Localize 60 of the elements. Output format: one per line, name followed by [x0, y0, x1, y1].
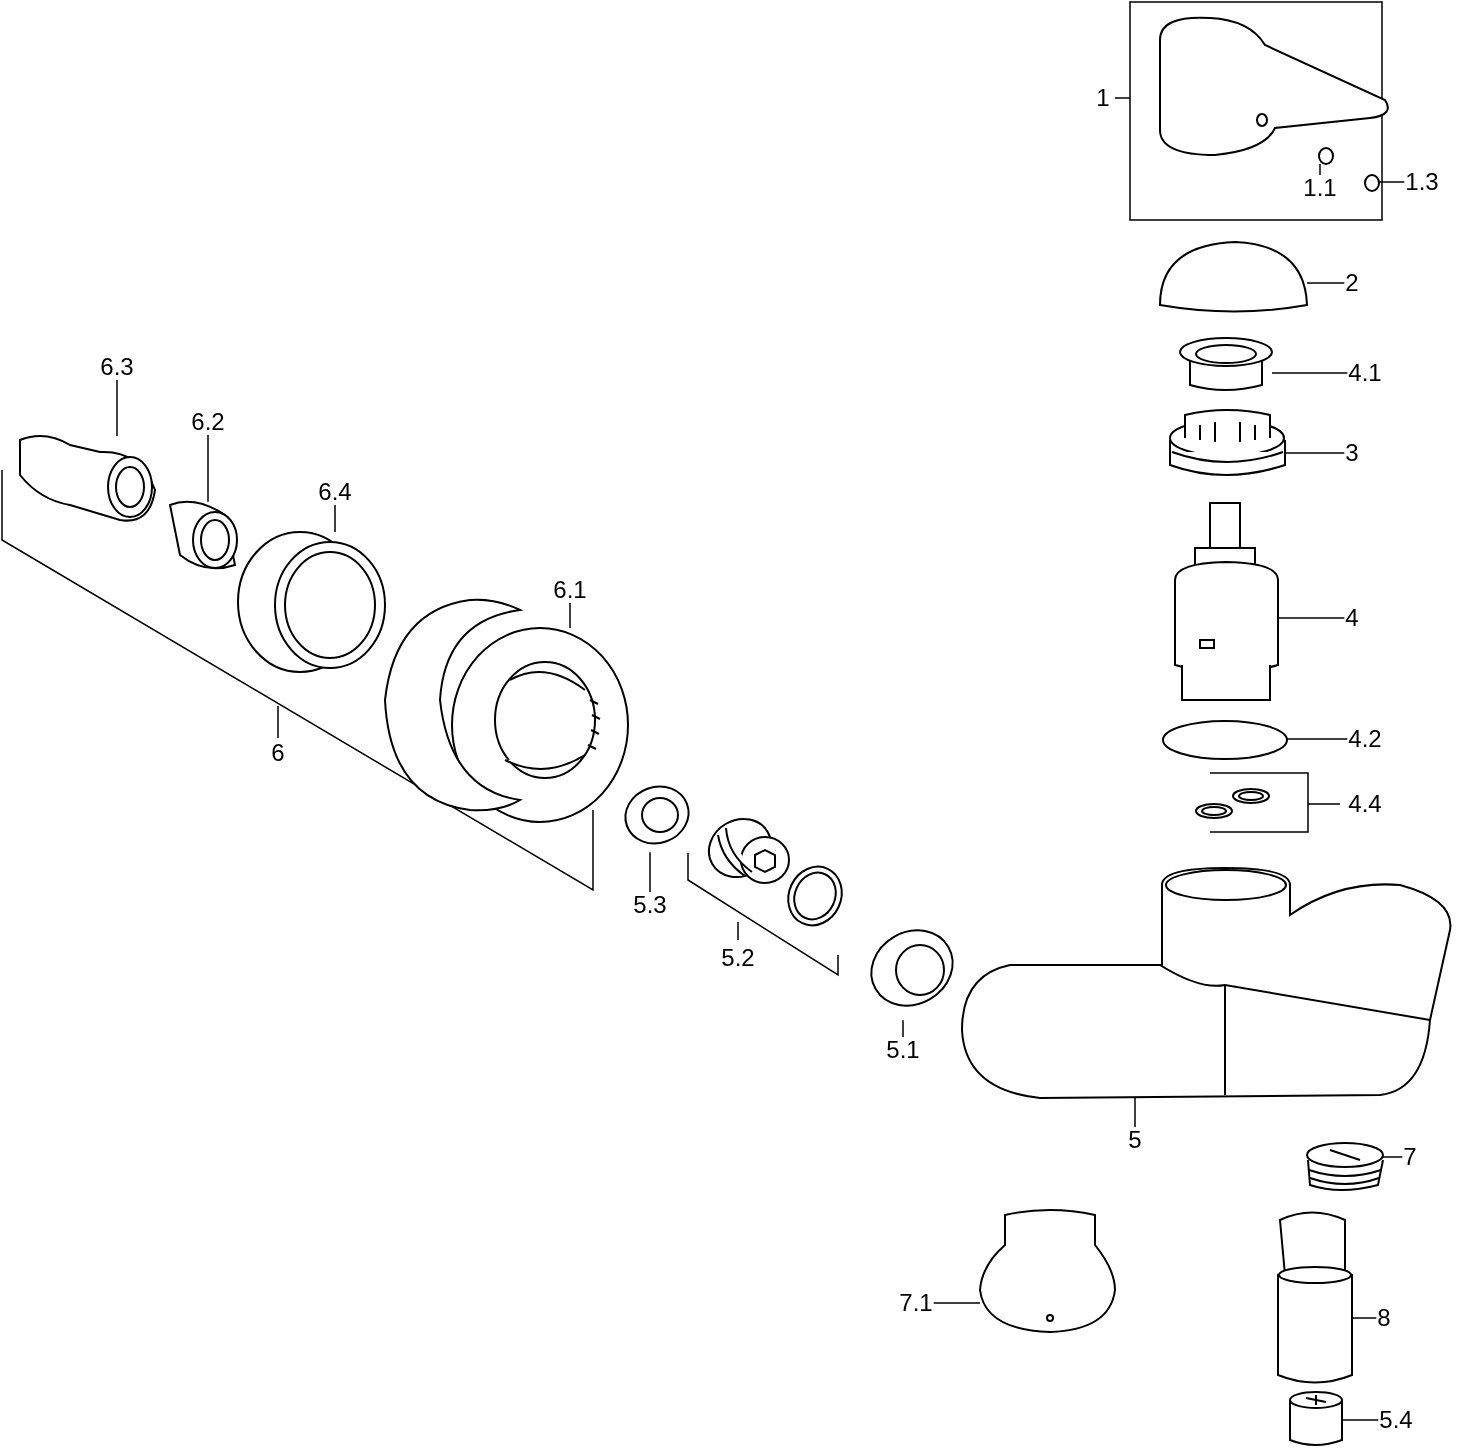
callout-number: 4	[1344, 605, 1360, 631]
o-ring-drawing	[787, 865, 843, 927]
callout-number: 8	[1376, 1305, 1392, 1331]
screw-drawing	[1318, 147, 1334, 165]
flow-regulator-drawing	[1306, 1142, 1384, 1191]
escutcheon-ring-drawing	[451, 627, 629, 823]
cartridge-drawing	[1174, 502, 1279, 701]
callout-number: 5.3	[632, 892, 668, 918]
callout-number: 5.1	[885, 1037, 921, 1063]
callout-number: 5.4	[1378, 1407, 1414, 1433]
o-ring-drawing	[1162, 720, 1288, 760]
callout-number: 6	[270, 740, 286, 766]
leader-line	[569, 602, 571, 629]
leader-line	[932, 1302, 981, 1304]
seal-ring-drawing	[1232, 788, 1270, 804]
callout-number: 3	[1344, 440, 1360, 466]
callout-number: 5	[1127, 1127, 1143, 1153]
callout-number: 5.2	[720, 945, 756, 971]
callout-number: 4.1	[1347, 360, 1383, 386]
leader-line	[116, 379, 118, 437]
spout-adapter-drawing	[979, 1209, 1116, 1333]
leader-line	[1134, 1097, 1136, 1128]
leader-line	[1271, 372, 1349, 374]
leader-line	[902, 1019, 904, 1038]
callout-number: 1	[1095, 85, 1111, 111]
leader-line	[1341, 1419, 1380, 1421]
diverter-drawing	[1277, 1211, 1353, 1384]
leader-line	[1319, 163, 1321, 176]
callout-number: 4.4	[1347, 791, 1383, 817]
sleeve-drawing	[237, 531, 386, 673]
callout-number: 4.2	[1347, 726, 1383, 752]
cap-drawing	[1159, 241, 1308, 313]
leader-line	[1382, 1156, 1404, 1158]
leader-line	[1378, 181, 1406, 183]
washer-drawing	[624, 785, 690, 845]
handle-drawing	[1159, 16, 1389, 156]
callout-number: 6.1	[552, 577, 588, 603]
fitting-drawing	[708, 818, 790, 884]
seal-ring-drawing	[1195, 803, 1233, 819]
leader-line	[207, 434, 209, 503]
screw-drawing	[1364, 174, 1380, 192]
cage-drawing	[169, 500, 238, 570]
connector-drawing	[19, 435, 156, 522]
nut-drawing	[1169, 409, 1286, 476]
callout-number: 6.4	[317, 479, 353, 505]
mixer-body-drawing	[961, 867, 1452, 1099]
callout-number: 2	[1344, 270, 1360, 296]
union-nut-drawing	[870, 929, 954, 1007]
leader-line	[1286, 738, 1349, 740]
leader-line	[1306, 282, 1346, 284]
adapter-ring-drawing	[1179, 337, 1273, 391]
callout-number: 6.2	[190, 409, 226, 435]
insert-drawing	[1289, 1391, 1343, 1446]
leader-line	[649, 851, 651, 893]
callout-number: 1.3	[1404, 169, 1440, 195]
leader-line	[334, 504, 336, 533]
callout-number: 1.1	[1302, 175, 1338, 201]
callout-number: 7	[1402, 1144, 1418, 1170]
callout-number: 6.3	[99, 354, 135, 380]
callout-number: 7.1	[898, 1290, 934, 1316]
